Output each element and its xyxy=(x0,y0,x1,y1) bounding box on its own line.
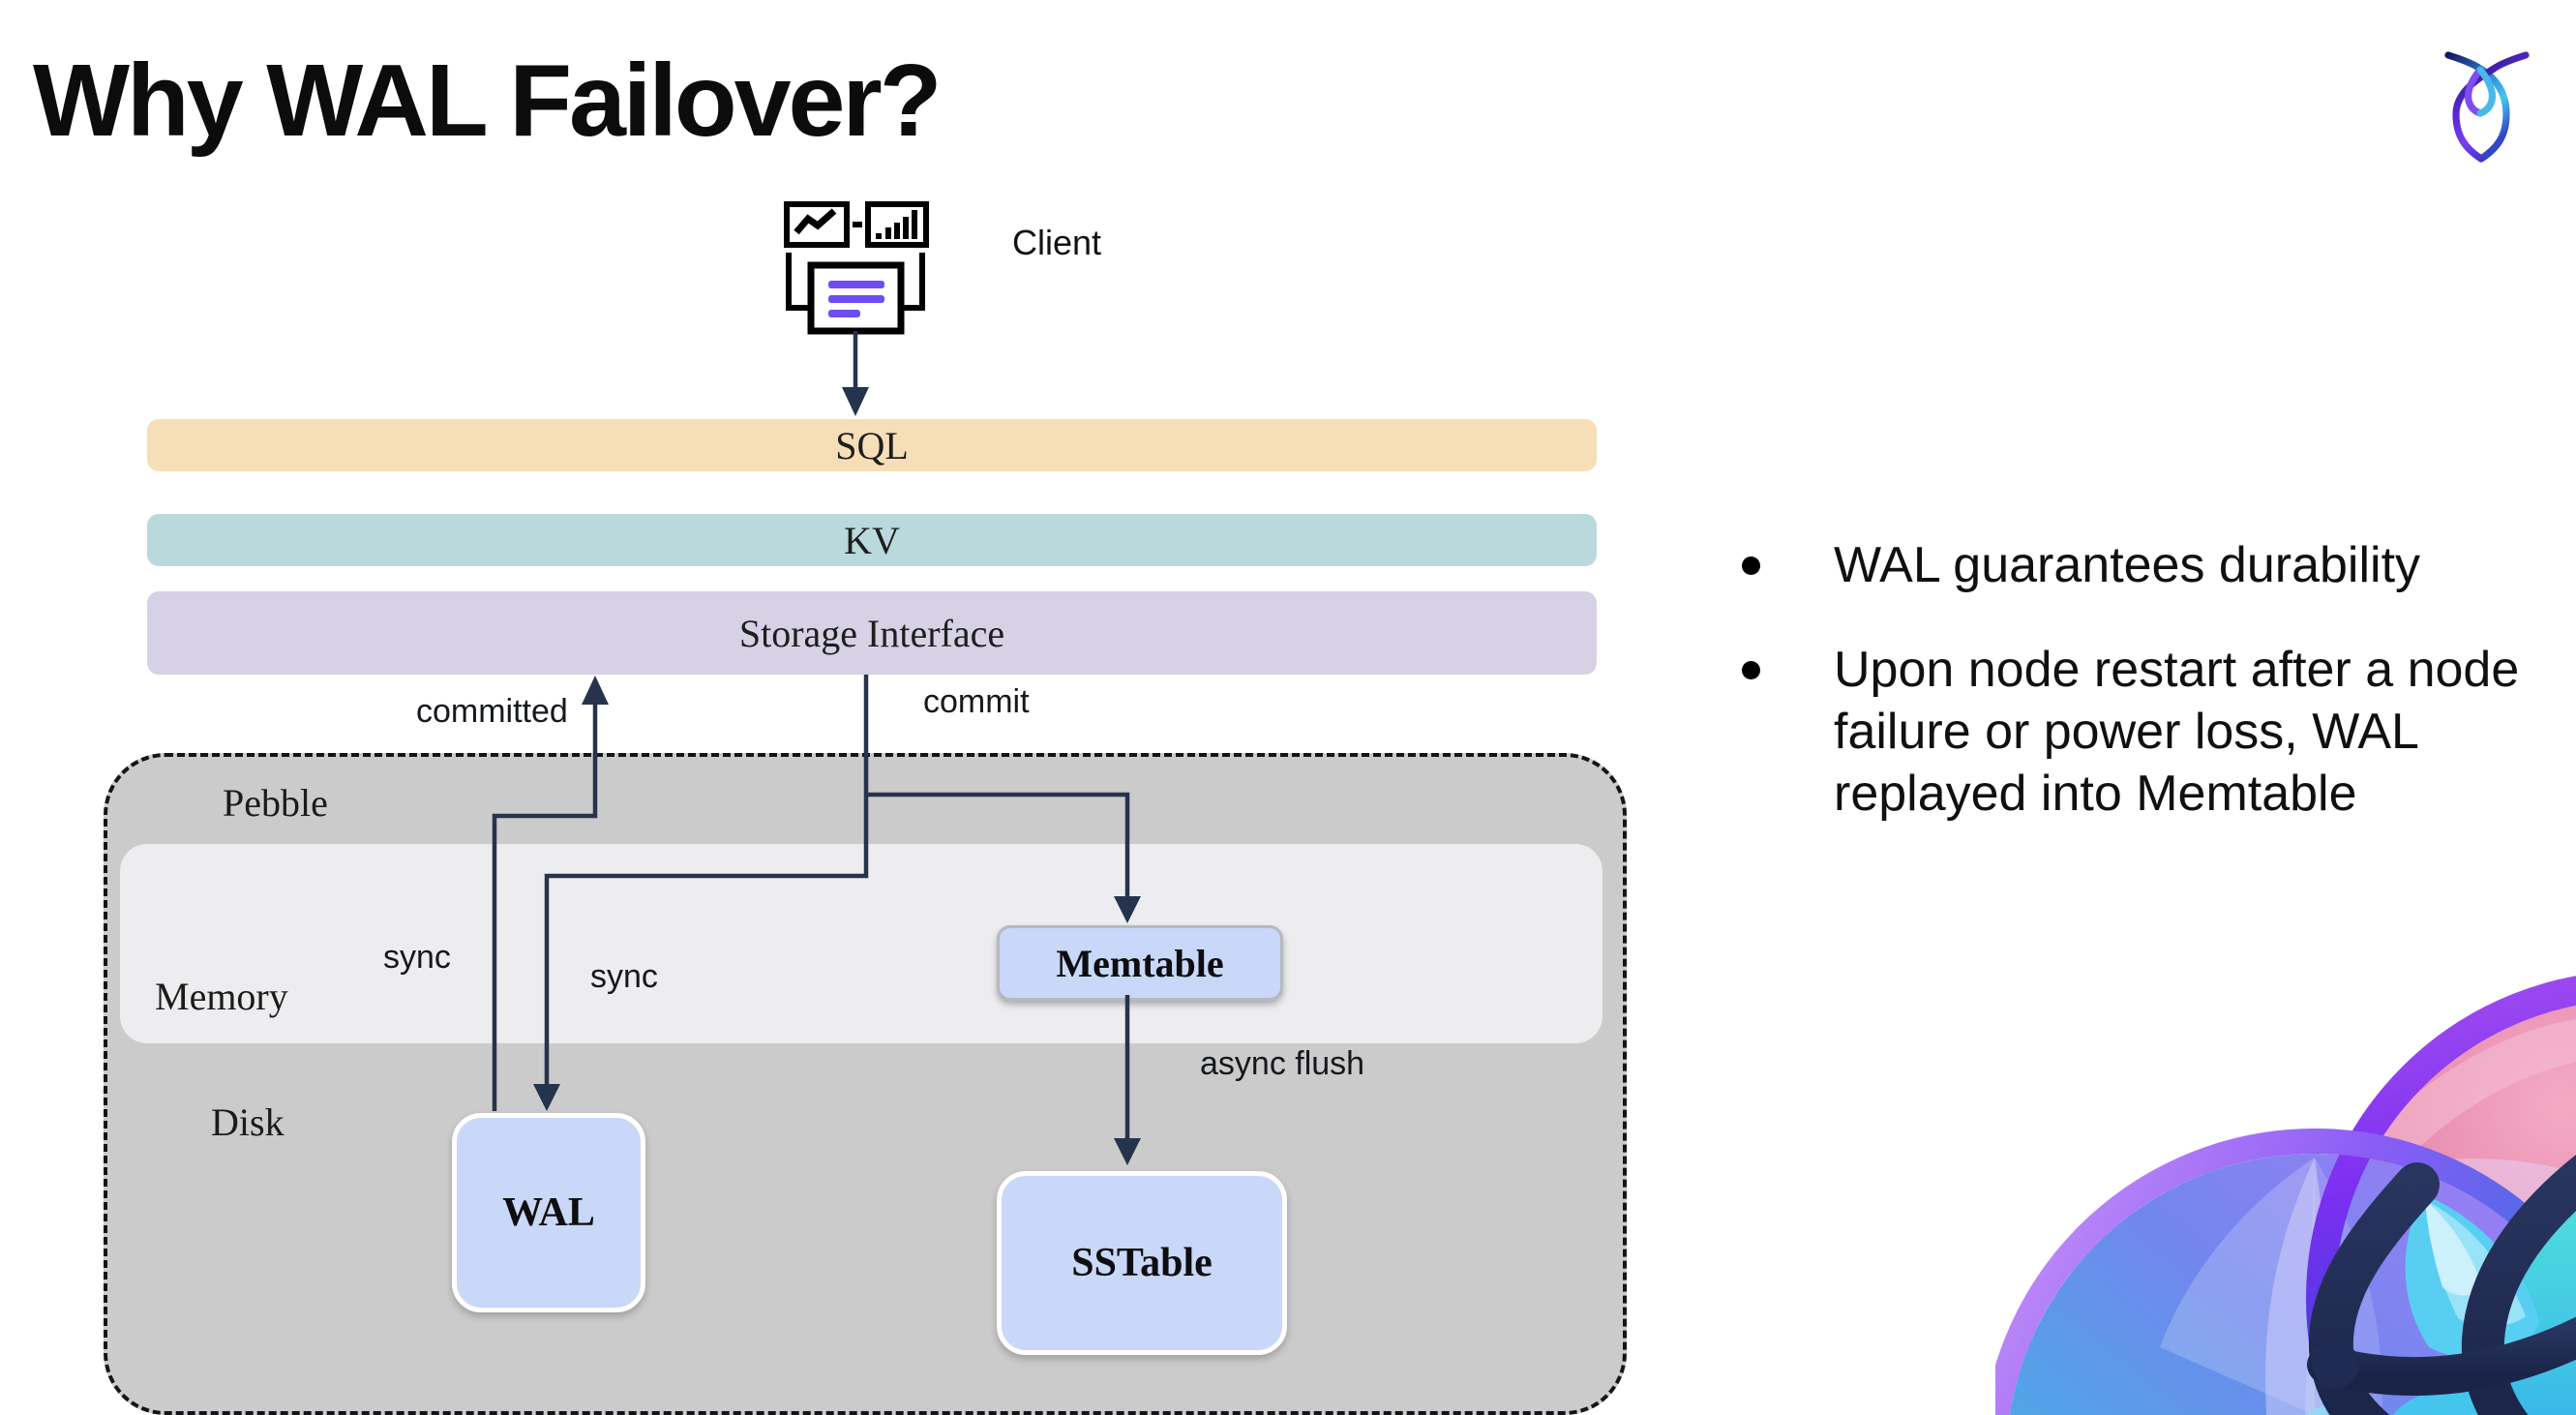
layer-kv-label: KV xyxy=(844,518,900,562)
memory-band xyxy=(120,844,1603,1043)
layer-sql: SQL xyxy=(147,419,1597,471)
client-apps-icon xyxy=(784,201,929,335)
edge-sync-left-label: sync xyxy=(383,939,451,976)
layer-storage-label: Storage Interface xyxy=(738,611,1005,655)
layer-storage-interface: Storage Interface xyxy=(147,591,1597,675)
edge-async-flush-label: async flush xyxy=(1200,1045,1365,1082)
edge-commit-label: commit xyxy=(923,683,1030,720)
bullet-list: WAL guarantees durability Upon node rest… xyxy=(1732,534,2576,867)
bullet-item: Upon node restart after a node failure o… xyxy=(1732,639,2576,825)
page-title: Why WAL Failover? xyxy=(33,44,942,158)
sstable-box: SSTable xyxy=(997,1171,1287,1355)
cockroach-brand-artwork xyxy=(1984,834,2576,1415)
bullet-dot-icon xyxy=(1742,661,1760,679)
layer-sql-label: SQL xyxy=(835,423,909,467)
wal-box: WAL xyxy=(452,1113,645,1312)
disk-label: Disk xyxy=(211,1100,285,1144)
bullet-dot-icon xyxy=(1742,557,1760,575)
bullet-item: WAL guarantees durability xyxy=(1732,534,2576,596)
bullet-text: Upon node restart after a node failure o… xyxy=(1834,642,2520,822)
memtable-box: Memtable xyxy=(997,925,1283,1001)
layer-kv: KV xyxy=(147,514,1597,566)
arrowhead-committed xyxy=(582,676,609,705)
bullet-text: WAL guarantees durability xyxy=(1834,537,2421,593)
client-icon xyxy=(782,197,929,347)
memtable-label: Memtable xyxy=(1056,941,1224,985)
arrowhead-sql xyxy=(842,387,869,416)
pebble-label: Pebble xyxy=(223,781,328,825)
cockroachdb-logo-icon xyxy=(2444,35,2553,177)
sstable-label: SSTable xyxy=(1071,1241,1213,1285)
edge-sync-right-label: sync xyxy=(590,958,658,995)
client-label: Client xyxy=(1012,223,1102,262)
memory-label: Memory xyxy=(155,975,288,1018)
wal-label: WAL xyxy=(502,1190,595,1235)
edge-committed-label: committed xyxy=(416,693,568,730)
